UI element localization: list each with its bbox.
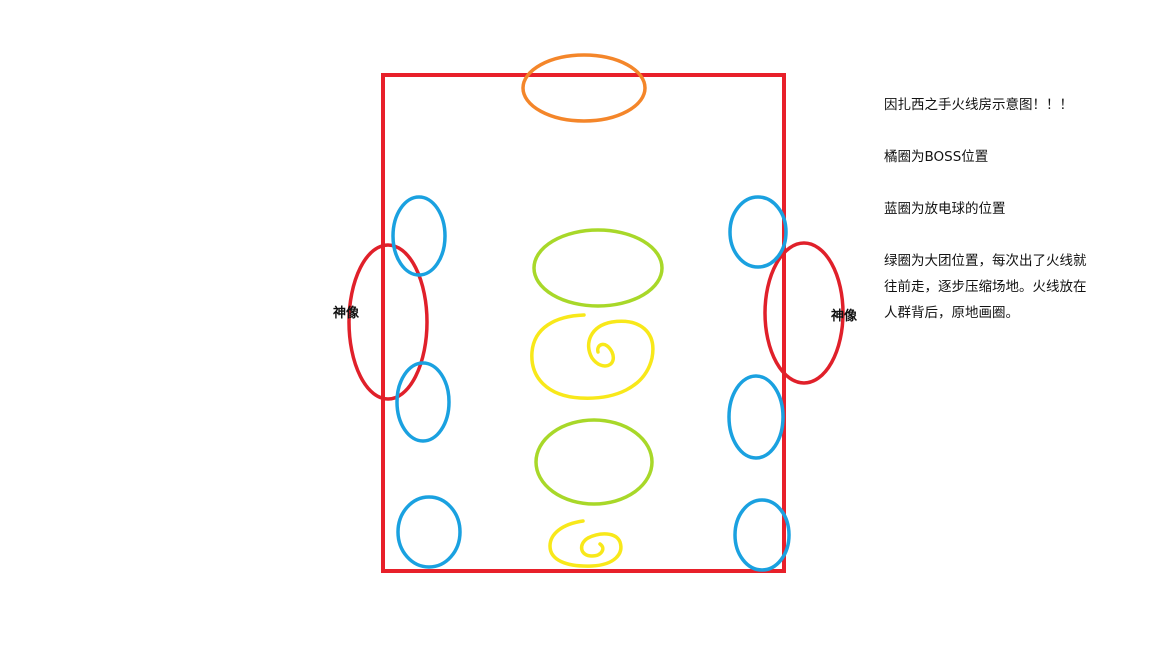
raid-position-circle bbox=[534, 418, 654, 506]
boss-position-circle bbox=[521, 53, 647, 123]
orb-position-circle bbox=[396, 495, 462, 569]
statue-label-right: 神像 bbox=[831, 308, 858, 324]
raid-position-circle bbox=[532, 228, 664, 308]
green-circle-legend: 绿圈为大团位置，每次出了火线就 往前走，逐步压缩场地。火线放在 人群背后，原地画… bbox=[884, 248, 1124, 326]
fire-line-spiral bbox=[548, 519, 623, 568]
orb-position-circle bbox=[395, 361, 451, 443]
statue-circle-right bbox=[763, 241, 845, 385]
green-legend-line: 人群背后，原地画圈。 bbox=[884, 305, 1019, 321]
statue-circle-left bbox=[347, 243, 429, 401]
statue-label-left: 神像 bbox=[333, 305, 360, 321]
orb-position-circle bbox=[733, 498, 791, 572]
fire-line-spiral bbox=[530, 313, 655, 400]
notes-title: 因扎西之手火线房示意图！！！ bbox=[884, 97, 1073, 113]
orb-position-circle bbox=[391, 195, 447, 277]
orb-position-circle bbox=[728, 195, 788, 269]
blue-circle-legend: 蓝圈为放电球的位置 bbox=[884, 201, 1006, 217]
orange-circle-legend: 橘圈为BOSS位置 bbox=[884, 149, 989, 165]
room-border bbox=[381, 73, 786, 573]
orb-position-circle bbox=[727, 374, 785, 460]
legend-notes: 因扎西之手火线房示意图！！！ 橘圈为BOSS位置 蓝圈为放电球的位置 绿圈为大团… bbox=[884, 92, 1124, 326]
green-legend-line: 往前走，逐步压缩场地。火线放在 bbox=[884, 279, 1087, 295]
green-legend-line: 绿圈为大团位置，每次出了火线就 bbox=[884, 253, 1087, 269]
